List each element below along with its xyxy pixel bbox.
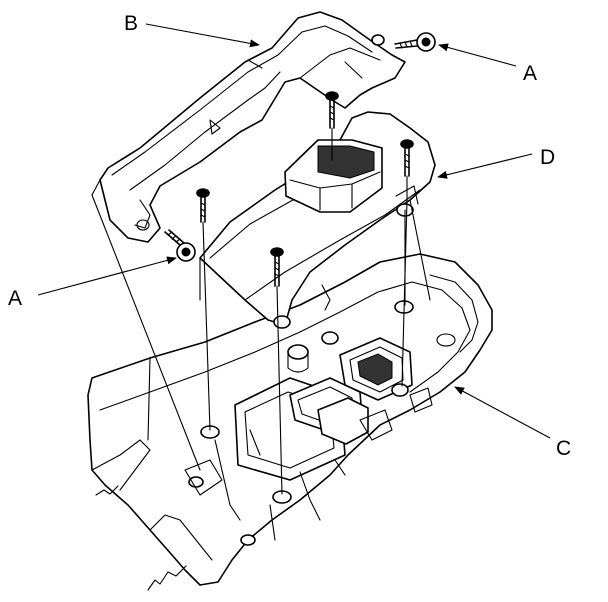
label-b: B (124, 12, 138, 35)
bolt-a-top-right (394, 32, 436, 52)
callout-b: B (124, 12, 260, 48)
callout-a-top-right: A (438, 43, 537, 85)
label-d: D (540, 146, 555, 169)
alignment-lines (91, 139, 431, 495)
screw-right (400, 139, 414, 201)
screw-set (164, 32, 436, 287)
label-c: C (556, 437, 571, 460)
screw-left (196, 188, 210, 223)
callout-a-left: A (8, 256, 177, 310)
label-a-top-right: A (523, 62, 537, 85)
bolt-a-left (164, 229, 196, 262)
callout-c: C (454, 386, 571, 460)
bracket-b (99, 11, 406, 243)
screw-center (270, 247, 284, 287)
base-console-c (87, 253, 493, 591)
label-a-left: A (8, 287, 22, 310)
module-d (199, 111, 436, 329)
callout-d: D (437, 146, 555, 179)
screw-top-center (325, 91, 339, 141)
